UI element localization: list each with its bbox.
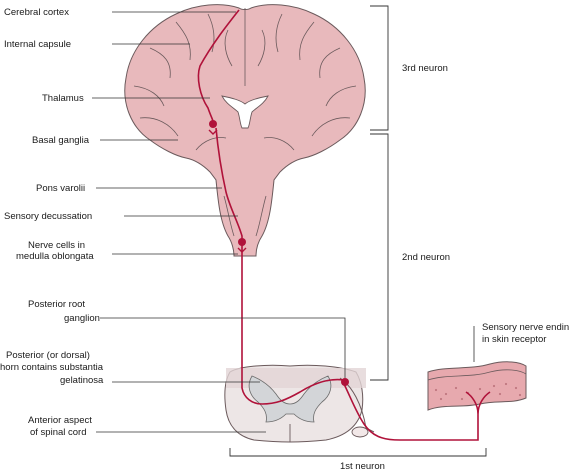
label-posterior-root-line2: ganglion	[64, 313, 100, 324]
bracket-2nd-neuron	[370, 133, 389, 381]
label-pons-varolii: Pons varolii	[36, 183, 85, 194]
nerve-pathway-2nd-neuron	[215, 127, 345, 405]
label-3rd-neuron: 3rd neuron	[402, 63, 448, 74]
bracket-3rd-neuron	[370, 5, 389, 131]
sulcus	[207, 13, 215, 53]
label-basal-ganglia: Basal ganglia	[32, 135, 90, 146]
label-thalamus: Thalamus	[42, 93, 84, 104]
label-sensory-ending-line1: Sensory nerve ending	[482, 322, 569, 333]
label-anterior-aspect-line2: of spinal cord	[30, 427, 87, 438]
sulcus	[263, 137, 295, 151]
sulcus	[257, 29, 266, 67]
label-nerve-cells-line1: Nerve cells in	[28, 240, 85, 251]
leader-line	[100, 317, 346, 378]
sulcus	[319, 47, 341, 79]
label-posterior-horn-line1: Posterior (or dorsal)	[6, 350, 90, 361]
label-sensory-decussation: Sensory decussation	[4, 211, 92, 222]
label-posterior-horn-line2: horn contains substantia	[0, 362, 104, 373]
sulcus	[133, 85, 165, 107]
cerebrum	[124, 4, 366, 257]
label-1st-neuron: 1st neuron	[340, 461, 385, 472]
sulcus	[311, 117, 351, 137]
label-2nd-neuron: 2nd neuron	[402, 252, 450, 263]
sulcus	[325, 85, 357, 107]
nerve-pathway-1st-neuron	[343, 383, 491, 441]
thalamus-nerve-cell	[209, 120, 217, 128]
skin-surface	[427, 361, 527, 411]
label-anterior-aspect-line1: Anterior aspect	[28, 415, 92, 426]
sulcus	[275, 13, 283, 53]
sulcus	[195, 137, 227, 151]
grey-matter	[248, 375, 332, 423]
skin-texture	[434, 382, 522, 401]
nerve-pathway-3rd-neuron	[197, 9, 240, 122]
brainstem-outline	[223, 195, 235, 237]
synapse-mark	[208, 129, 218, 135]
label-nerve-cells-line2: medulla oblongata	[16, 251, 94, 262]
label-internal-capsule: Internal capsule	[4, 39, 71, 50]
sulcus	[139, 117, 179, 137]
sulcus	[224, 29, 233, 67]
label-posterior-root-line1: Posterior root	[28, 299, 85, 310]
medulla-nerve-cell	[238, 238, 246, 246]
label-sensory-ending-line2: in skin receptor	[482, 334, 546, 345]
spinal-nerve-stub	[351, 426, 369, 438]
sulcus	[149, 47, 171, 79]
synapse-mark	[237, 247, 247, 253]
lateral-ventricles	[221, 95, 269, 129]
skin-epidermis	[427, 369, 527, 381]
sulcus	[175, 21, 191, 61]
sulcus	[299, 21, 315, 61]
posterior-root-ganglion-cell	[341, 378, 349, 386]
label-posterior-horn-line3: gelatinosa	[60, 375, 104, 386]
bracket-1st-neuron	[229, 448, 487, 457]
label-cerebral-cortex: Cerebral cortex	[4, 7, 69, 18]
brainstem-outline	[255, 195, 267, 237]
